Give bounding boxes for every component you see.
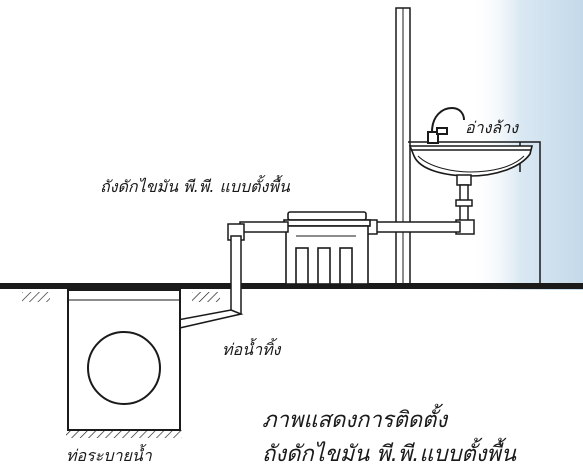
ground [0, 283, 583, 302]
sewer-pit [66, 289, 182, 438]
caption-line-2: ถังดักไขมัน พี.พี.แบบตั้งพื้น [262, 442, 516, 467]
wall-shading [470, 0, 583, 290]
caption-line-1: ภาพแสดงการติดตั้ง [262, 408, 448, 433]
grease-trap-label: ถังดักไขมัน พี.พี. แบบตั้งพื้น [100, 177, 290, 196]
sink-label: อ่างล้าง [465, 118, 519, 137]
sewer-label: ท่อระบายน้ำ [66, 446, 152, 465]
drain-pipe-label: ท่อน้ำทิ้ง [222, 340, 281, 359]
grease-trap-tank [283, 211, 371, 285]
wall-column [395, 7, 411, 287]
faucet-icon [427, 106, 465, 144]
sewer-pipe-icon [87, 331, 161, 405]
sink-drain-pipe [364, 174, 475, 235]
sink [408, 145, 534, 177]
